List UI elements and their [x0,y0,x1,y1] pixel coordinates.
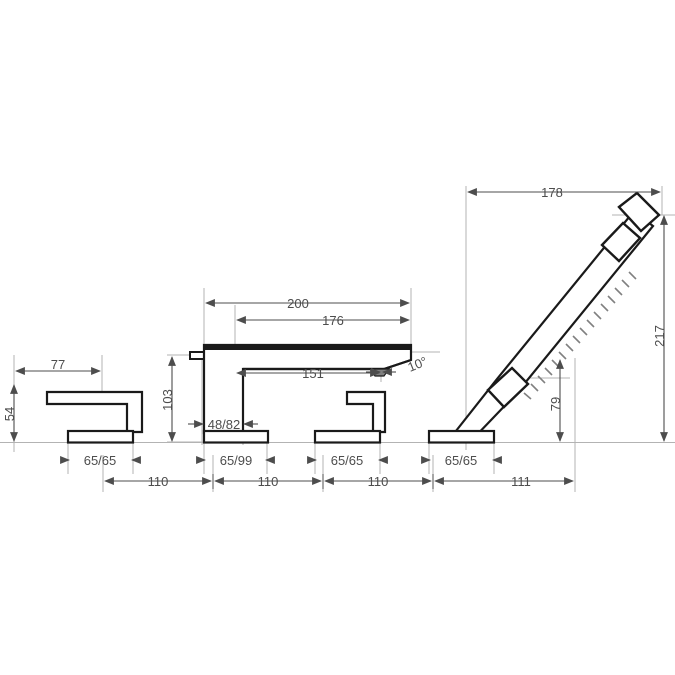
chain-junction-ticks [212,474,434,489]
dim-label-spout-outlet-length: 151 [302,366,324,381]
dim-label-handshower-height: 217 [652,325,667,347]
dim-label-spout-base: 65/99 [220,453,253,468]
dim-label-spacing-1: 110 [148,474,169,489]
dim-label-handshower-base: 65/65 [445,453,478,468]
dim-label-spout-base-offset: 48/82 [208,417,241,432]
dim-label-spout-total-length: 200 [287,296,309,311]
lever-handle-left [45,390,144,444]
dim-label-spout-upper-length: 176 [322,313,344,328]
dim-label-spout-height: 103 [160,389,175,411]
dim-label-spacing-3: 110 [368,474,389,489]
dim-label-handshower-mid-height: 79 [548,397,563,411]
lever-handle-right [313,390,387,444]
extension-lines-group [0,186,675,492]
dim-label-handle-left-height: 54 [2,407,17,421]
dimension-lines-group [10,188,668,442]
dim-label-spacing-2: 110 [258,474,279,489]
small-dimension-arrows [60,368,502,464]
dim-label-handshower-reach: 178 [541,185,563,200]
dim-label-outlet-angle: 10° [406,354,430,375]
knurl-texture [523,271,637,400]
dim-label-spacing-4: 111 [511,474,531,489]
dim-label-handle-left-reach: 77 [51,357,65,372]
dim-label-handle-right-base: 65/65 [331,453,364,468]
dim-label-handle-left-base: 65/65 [84,453,117,468]
handshower [427,191,661,444]
